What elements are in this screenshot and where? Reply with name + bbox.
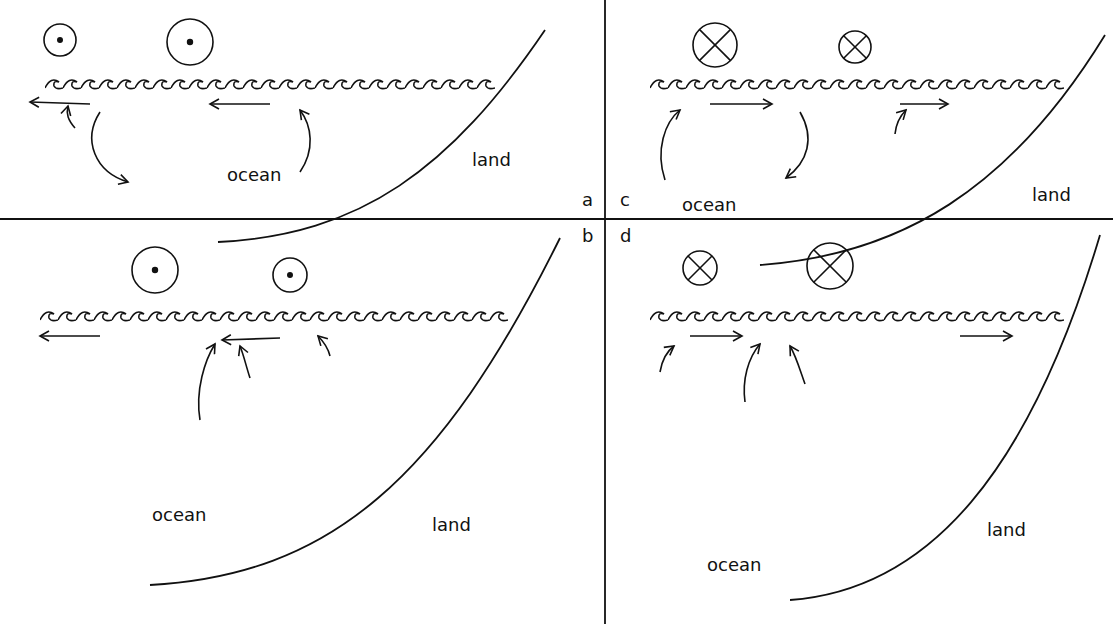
region-label: land [470,150,513,170]
region-label: ocean [150,505,208,525]
region-label: land [430,515,473,535]
region-label: land [1030,185,1073,205]
region-label: land [985,520,1028,540]
ocean-waves [40,78,1064,326]
flow-into-page-symbols [683,23,871,289]
panel-letter: d [618,226,633,246]
current-arrows [30,102,1012,420]
panel-letter: b [580,226,595,246]
region-label: ocean [225,165,283,185]
flow-out-of-page-symbols [44,19,307,293]
panel-letter: a [580,190,595,210]
region-label: ocean [705,555,763,575]
panel-letter: c [618,190,632,210]
region-label: ocean [680,195,738,215]
